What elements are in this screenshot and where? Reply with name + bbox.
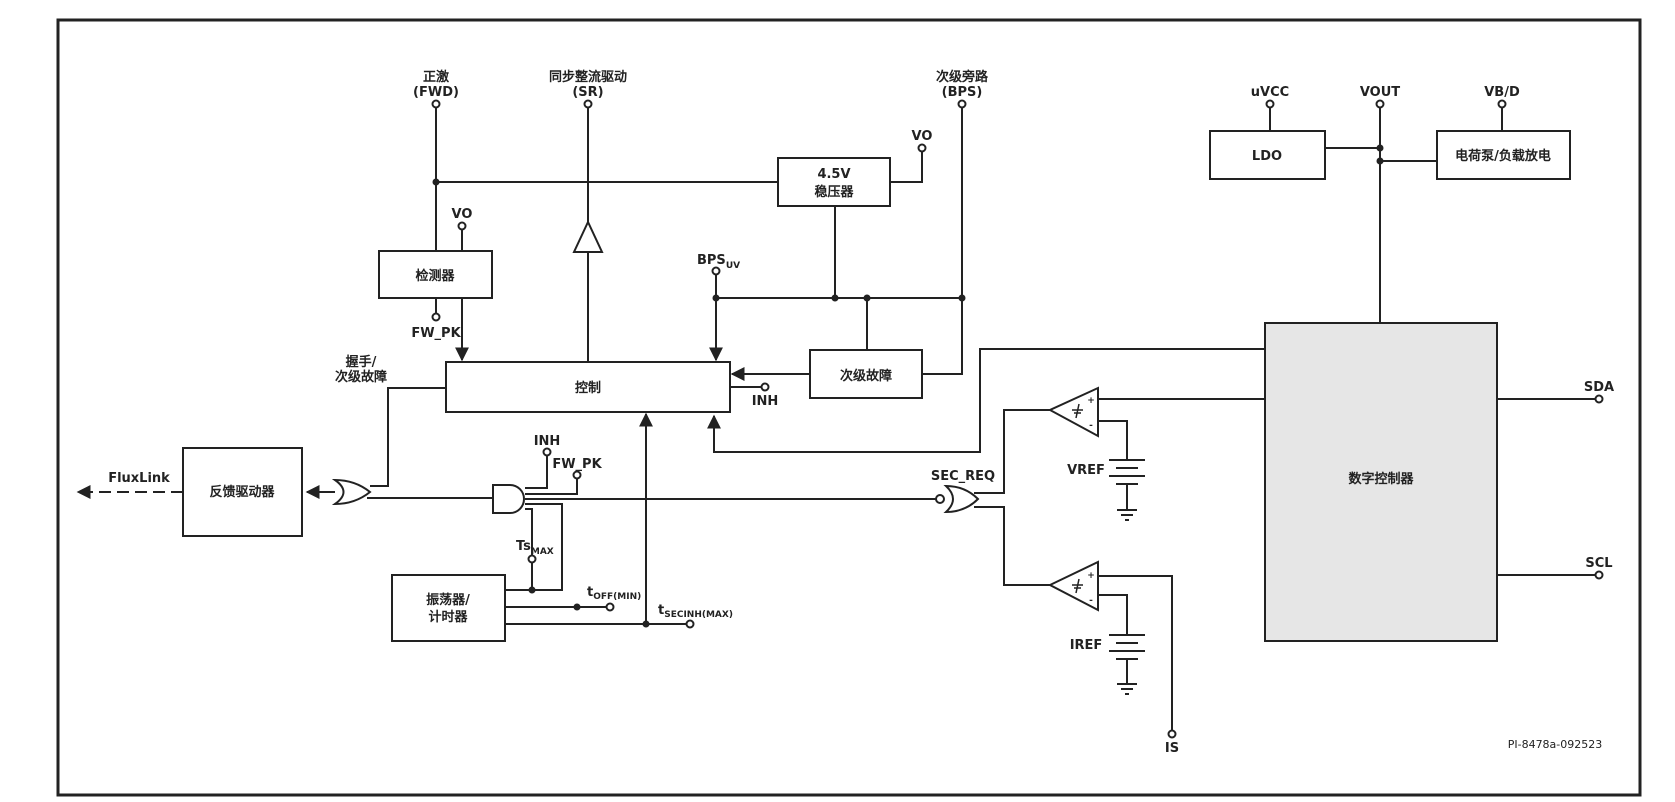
handshake-label-1: 握手/ <box>346 354 377 370</box>
pin-vo-det-label: VO <box>452 207 473 222</box>
or-gate-icon <box>331 478 372 506</box>
pin-scl-label: SCL <box>1585 556 1612 571</box>
block-oscillator: 振荡器/ 计时器 <box>391 574 506 642</box>
hysteresis-icon <box>1072 403 1083 419</box>
svg-text:+: + <box>1087 396 1095 406</box>
svg-text:-: - <box>1089 421 1093 431</box>
diagram-frame <box>56 18 1642 797</box>
junction-dots <box>432 144 1384 628</box>
pin-sda-label: SDA <box>1584 380 1614 395</box>
pin-sr-label-1: 同步整流驱动 <box>549 69 627 85</box>
pin-fwd-label-1: 正激 <box>423 69 450 85</box>
control-label: 控制 <box>575 380 601 396</box>
sr-buffer-icon <box>572 219 604 253</box>
block-detector: 检测器 <box>378 250 493 299</box>
vref-ground-icon <box>1117 509 1137 521</box>
pin-inh-right-label: INH <box>752 394 779 409</box>
comparator-vref: + - <box>1047 386 1099 438</box>
vref-battery-icon <box>1109 459 1145 485</box>
pin-ts-label: TsMAX <box>516 539 554 557</box>
pin-circles <box>431 99 1604 739</box>
block-ldo: LDO <box>1209 130 1326 180</box>
iref-ground-icon <box>1117 683 1137 695</box>
block-charge-pump: 电荷泵/负载放电 <box>1436 130 1571 180</box>
pin-fw-pk-top-label: FW_PK <box>411 326 461 341</box>
hysteresis-icon <box>1072 578 1083 594</box>
comparator-iref: + - <box>1047 560 1099 612</box>
pin-sr-label-2: (SR) <box>572 85 603 100</box>
iref-battery-icon <box>1109 634 1145 660</box>
vref-label: VREF <box>1067 463 1105 478</box>
pin-bpsuv-label: BPSUV <box>697 253 740 271</box>
detector-label: 检测器 <box>415 268 455 284</box>
oscillator-label-1: 振荡器/ <box>426 592 470 608</box>
charge-pump-label: 电荷泵/负载放电 <box>1455 148 1551 164</box>
reference-code: PI-8478a-092523 <box>1508 738 1603 751</box>
and-gate-icon <box>492 484 525 514</box>
pin-inh-mid-label: INH <box>534 434 561 449</box>
handshake-label-2: 次级故障 <box>335 369 387 385</box>
sec-req-bubble-icon <box>935 494 945 504</box>
regulator-label-2: 稳压器 <box>814 184 854 200</box>
pin-vout-label: VOUT <box>1360 85 1400 100</box>
pin-uvcc-label: uVCC <box>1251 85 1289 100</box>
sec-req-or-gate-icon <box>943 484 980 514</box>
svg-text:-: - <box>1089 596 1093 606</box>
block-sec-fault: 次级故障 <box>809 349 923 399</box>
svg-text:+: + <box>1087 571 1095 581</box>
regulator-label-1: 4.5V <box>817 167 850 182</box>
block-control: 控制 <box>445 361 731 413</box>
pin-toff-label: tOFF(MIN) <box>587 585 641 602</box>
pin-vbd-label: VB/D <box>1484 85 1520 100</box>
pin-fwd-label-2: (FWD) <box>413 85 459 100</box>
iref-label: IREF <box>1070 638 1103 653</box>
pin-vo-top-label: VO <box>912 129 933 144</box>
block-feedback-driver: 反馈驱动器 <box>182 447 303 537</box>
fluxlink-label: FluxLink <box>108 471 170 486</box>
digital-controller-label: 数字控制器 <box>1348 471 1414 487</box>
pin-bps-label-1: 次级旁路 <box>936 69 989 85</box>
pin-tsecinh-label: tSECINH(MAX) <box>658 603 733 620</box>
pin-bps-label-2: (BPS) <box>942 85 983 100</box>
block-regulator: 4.5V 稳压器 <box>777 157 891 207</box>
wires <box>76 104 1595 730</box>
pin-fw-pk-mid-label: FW_PK <box>552 457 602 472</box>
ldo-label: LDO <box>1252 149 1282 164</box>
fb-driver-label: 反馈驱动器 <box>209 484 275 500</box>
oscillator-label-2: 计时器 <box>428 609 468 625</box>
block-digital-controller: 数字控制器 <box>1264 322 1498 642</box>
sec-fault-label: 次级故障 <box>840 368 892 384</box>
pin-is-label: IS <box>1165 741 1179 756</box>
sec-req-label: SEC_REQ <box>931 469 995 484</box>
